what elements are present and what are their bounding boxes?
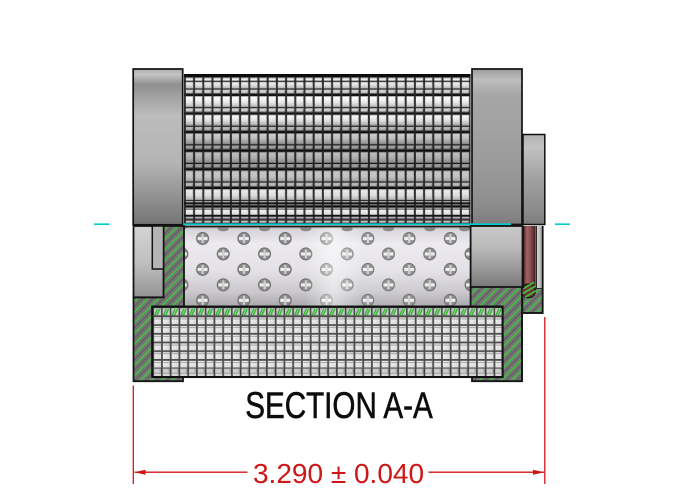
svg-text:3.290 ± 0.040: 3.290 ± 0.040 xyxy=(253,458,424,489)
svg-text:SECTION A-A: SECTION A-A xyxy=(245,385,433,427)
